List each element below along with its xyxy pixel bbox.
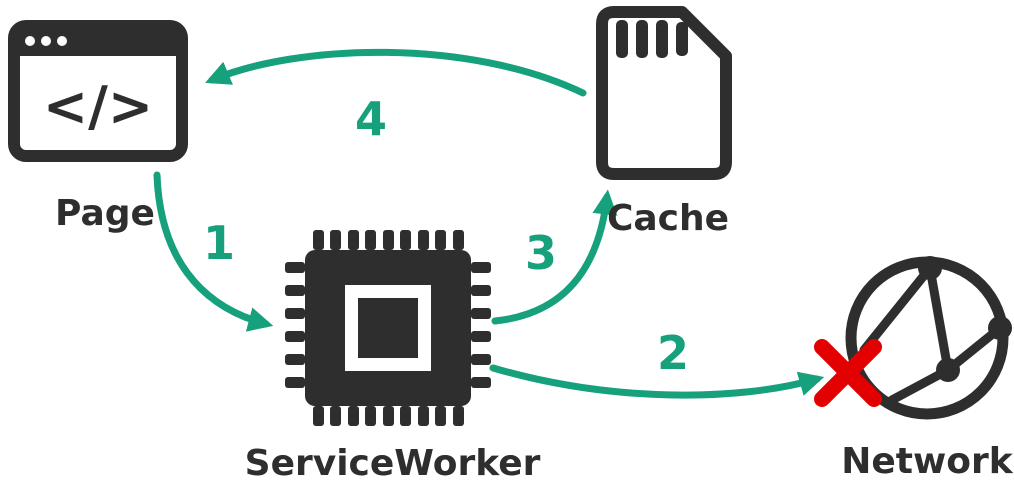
- cache-label: Cache: [606, 198, 730, 239]
- chip-pins-left: [285, 262, 305, 388]
- sd-contact-pin: [616, 20, 628, 58]
- serviceworker-label: ServiceWorker: [244, 443, 541, 484]
- chip-pins-top: [313, 230, 464, 250]
- step-1-label: 1: [202, 216, 235, 270]
- chip-pins-bottom: [313, 406, 464, 426]
- step-4-label: 4: [354, 92, 387, 146]
- step-2-label: 2: [656, 326, 689, 380]
- step-3-label: 3: [524, 226, 557, 280]
- network-label: Network: [841, 441, 1013, 482]
- arrow-step-1-page-to-serviceworker: [153, 171, 274, 332]
- arrow-step-3-serviceworker-to-cache: [491, 189, 618, 325]
- arrow-step-4-cache-to-page: [205, 48, 587, 97]
- chip-core: [358, 298, 418, 358]
- network-error-x-icon: [814, 339, 882, 407]
- page-label: Page: [55, 193, 155, 234]
- chip-pins-right: [471, 262, 491, 388]
- code-glyph: </>: [43, 75, 153, 138]
- globe-network-icon: [845, 256, 1012, 420]
- network-nodes: [918, 256, 1012, 382]
- window-dot-icon: [57, 36, 67, 46]
- arrow-step-2-serviceworker-to-network: [489, 364, 825, 399]
- sd-contact-pin: [636, 20, 648, 58]
- cpu-chip-icon: [285, 230, 491, 426]
- browser-window-code-icon: </>: [8, 20, 188, 162]
- sd-contact-pin: [676, 22, 688, 56]
- sd-card-icon: [596, 6, 732, 180]
- window-dot-icon: [41, 36, 51, 46]
- sd-contact-pin: [656, 20, 668, 58]
- window-dot-icon: [25, 36, 35, 46]
